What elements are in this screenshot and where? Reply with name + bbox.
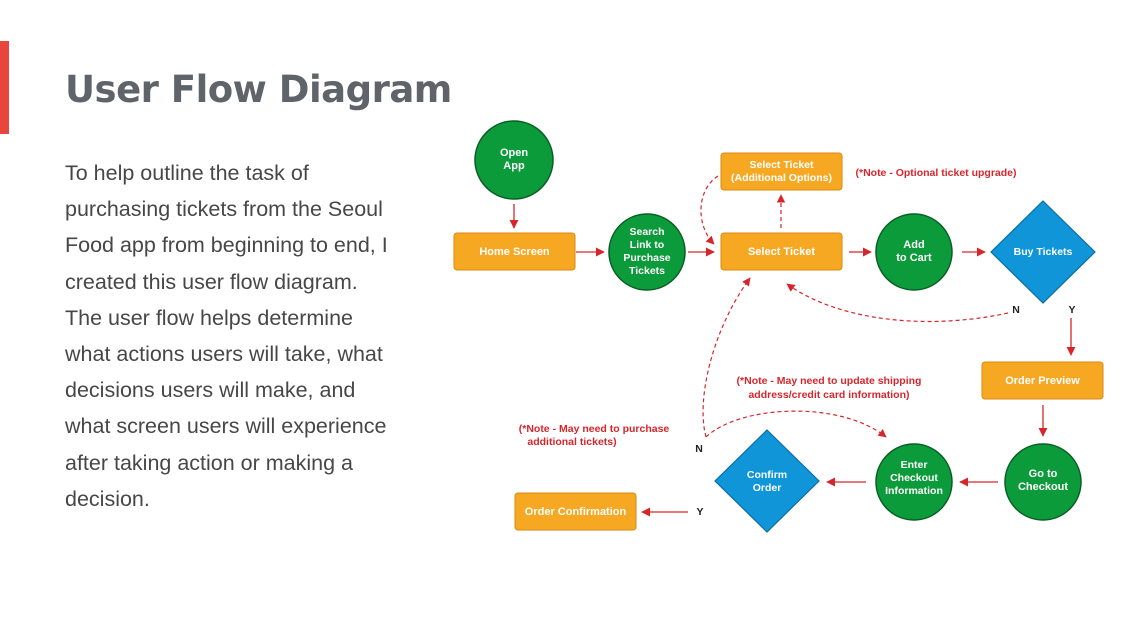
home-screen-node: Home Screen <box>453 232 576 271</box>
select-ticket-options-label: Select Ticket(Additional Options) <box>731 159 832 184</box>
select-ticket-label: Select Ticket <box>748 246 815 258</box>
home-screen-label: Home Screen <box>479 246 550 258</box>
buy-tickets-label: Buy Tickets <box>1014 246 1073 258</box>
select-ticket-node: Select Ticket <box>720 232 843 271</box>
order-preview-node: Order Preview <box>981 361 1104 400</box>
buy-yes-label: Y <box>1068 304 1075 316</box>
solid-connectors <box>509 204 1076 517</box>
slide-title: User Flow Diagram <box>65 68 452 111</box>
buy-tickets-node: Buy Tickets <box>990 200 1096 304</box>
accent-bar <box>0 41 9 134</box>
confirm-yes-label: Y <box>696 506 703 518</box>
arrow-confirm-no-to-enter <box>705 410 887 438</box>
arrow-buy-no-to-select <box>786 283 1009 323</box>
order-preview-label: Order Preview <box>1005 375 1080 387</box>
order-confirmation-label: Order Confirmation <box>525 506 627 518</box>
select-ticket-options-node: Select Ticket(Additional Options) <box>720 152 843 191</box>
confirm-no-label: N <box>695 443 703 455</box>
dashed-connectors <box>700 175 1009 438</box>
order-confirmation-node: Order Confirmation <box>514 492 637 531</box>
arrow-confirm-no-to-select <box>702 277 751 438</box>
slide-description: To help outline the task of purchasing t… <box>65 161 388 511</box>
buy-no-label: N <box>1012 304 1020 316</box>
arrow-options-back-to-select <box>700 175 719 245</box>
note-optional-upgrade: (*Note - Optional ticket upgrade) <box>855 167 1016 179</box>
